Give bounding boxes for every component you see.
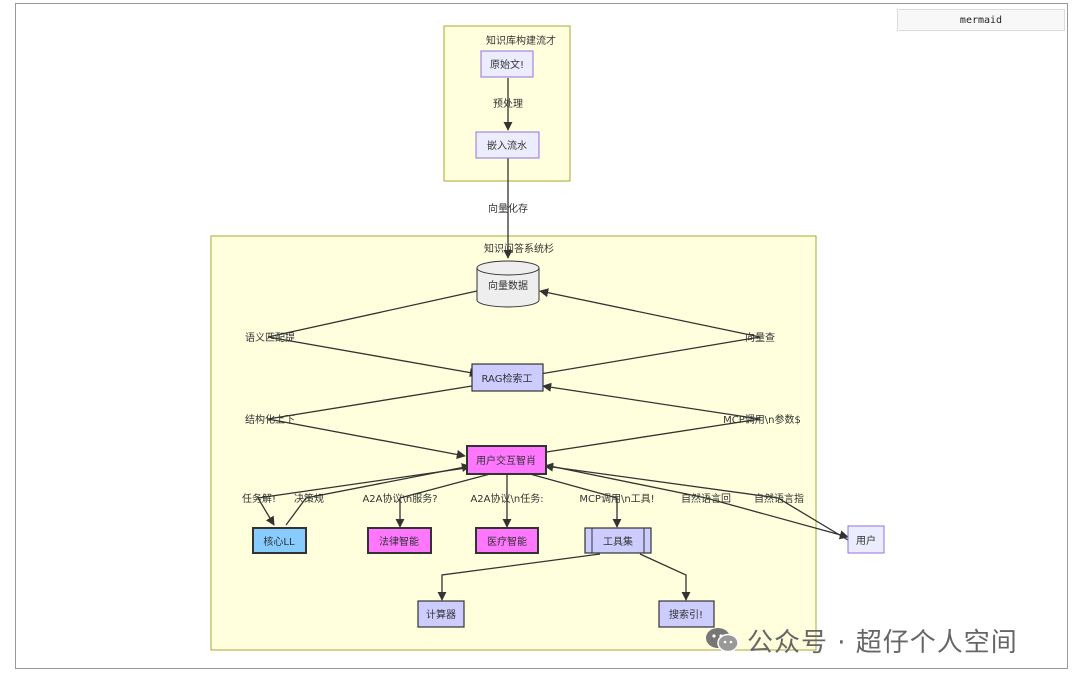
edge-toolset-calc	[437, 553, 601, 601]
edge-label-a2a-service: A2A协议\n服务?	[362, 492, 437, 505]
edge-label-a2a-task: A2A协议\n任务:	[470, 492, 543, 505]
edge-agent-legal	[395, 473, 491, 528]
node-user-agent-label: 用户交互智肖	[476, 454, 536, 467]
subgraph-qa-title: 知识问答系统杉	[484, 242, 554, 255]
edge-llm-agent-decision	[285, 463, 471, 526]
mermaid-badge: mermaid	[897, 9, 1065, 31]
edge-toolset-search	[639, 553, 691, 601]
node-raw-doc: 原始文!	[480, 50, 534, 78]
edge-label-mcp-params: MCP调用\n参数$	[723, 413, 801, 426]
node-rag-label: RAG检索工	[482, 372, 533, 385]
edge-agent-rag-mcp	[539, 382, 761, 454]
node-legal-label: 法律智能	[379, 535, 419, 548]
node-embed-label: 嵌入流水	[487, 139, 527, 152]
edge-user-agent-query	[544, 462, 849, 541]
wechat-icon	[706, 628, 739, 653]
node-calculator: 计算器	[417, 600, 465, 628]
watermark-text: 公众号 · 超仔个人空间	[747, 627, 1018, 658]
subgraph-kb-title: 知识库构建流才	[486, 34, 556, 47]
node-vector-db-label: 向量数据	[488, 279, 528, 292]
edge-label-vectorize: 向量化存	[488, 202, 528, 215]
edges	[256, 78, 849, 601]
edge-label-mcp-tool: MCP调用\n工具!	[579, 493, 654, 505]
node-calculator-label: 计算器	[426, 608, 456, 621]
node-vector-db: 向量数据	[476, 260, 540, 308]
edge-labels: 预处理 向量化存 语义匹配提 向量查 结构化上下 MCP调用\n参数$ 任务解!…	[242, 98, 804, 505]
node-raw-doc-label: 原始文!	[490, 58, 524, 71]
edge-label-vector-query: 向量查	[745, 331, 775, 344]
watermark: 公众号 · 超仔个人空间	[705, 620, 1018, 660]
node-user-label: 用户	[856, 534, 876, 547]
node-embed: 嵌入流水	[475, 131, 540, 159]
edge-agent-llm-task	[256, 465, 481, 526]
edge-agent-toolset	[529, 473, 622, 528]
node-medical-label: 医疗智能	[487, 535, 527, 548]
edge-label-decision: 决策规	[294, 492, 324, 505]
node-user-agent: 用户交互智肖	[466, 445, 547, 475]
node-rag: RAG检索工	[471, 363, 544, 392]
node-search: 搜索引!	[658, 600, 715, 628]
node-toolset: 工具集	[584, 527, 652, 554]
edge-rag-agent-structured	[267, 385, 473, 459]
node-user: 用户	[847, 525, 885, 554]
edge-label-semantic: 语义匹配提	[245, 332, 295, 344]
node-legal: 法律智能	[367, 527, 432, 554]
edge-label-task-decomp: 任务解!	[242, 492, 276, 505]
edge-db-rag-semantic	[267, 290, 479, 378]
edge-label-nl-query: 自然语言指	[754, 492, 804, 505]
edge-label-nl-reply: 自然语言回	[681, 492, 731, 505]
node-core-llm-label: 核心LL	[263, 535, 295, 548]
node-core-llm: 核心LL	[252, 527, 307, 554]
node-toolset-label: 工具集	[603, 535, 633, 548]
node-search-label: 搜索引!	[669, 608, 703, 621]
edge-label-preprocess: 预处理	[493, 98, 523, 110]
edge-agent-user-reply	[544, 464, 849, 540]
edge-label-structured: 结构化上下	[245, 413, 295, 426]
edge-rag-db-query	[539, 288, 761, 375]
node-medical: 医疗智能	[475, 527, 539, 554]
